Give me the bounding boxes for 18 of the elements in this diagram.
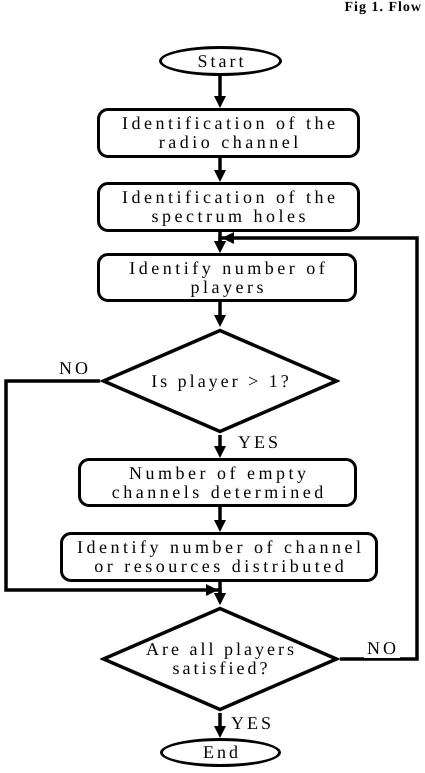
step-label: Identification of the radio channel [121, 114, 340, 152]
process-box [78, 458, 357, 507]
process-box [97, 182, 360, 232]
step-label: Is player > 1? [150, 372, 292, 390]
process-box [97, 108, 360, 158]
edge-label: NO [364, 639, 400, 658]
step-label: End [202, 743, 241, 762]
step-label: Are all players satisfied? [145, 640, 298, 678]
step-label: Identification of the spectrum holes [121, 188, 340, 226]
step-label: Start [196, 52, 246, 70]
process-box [97, 253, 357, 302]
decision-diamond [100, 327, 340, 435]
figure-title: Fig 1. Flow [344, 0, 422, 16]
step-label: Identify number of channel or resources distributed [76, 538, 366, 576]
step-label: Number of empty channels determined [110, 464, 328, 502]
step-label: Identify number of players [128, 258, 330, 296]
decision-diamond [100, 605, 340, 713]
process-box [60, 532, 378, 582]
